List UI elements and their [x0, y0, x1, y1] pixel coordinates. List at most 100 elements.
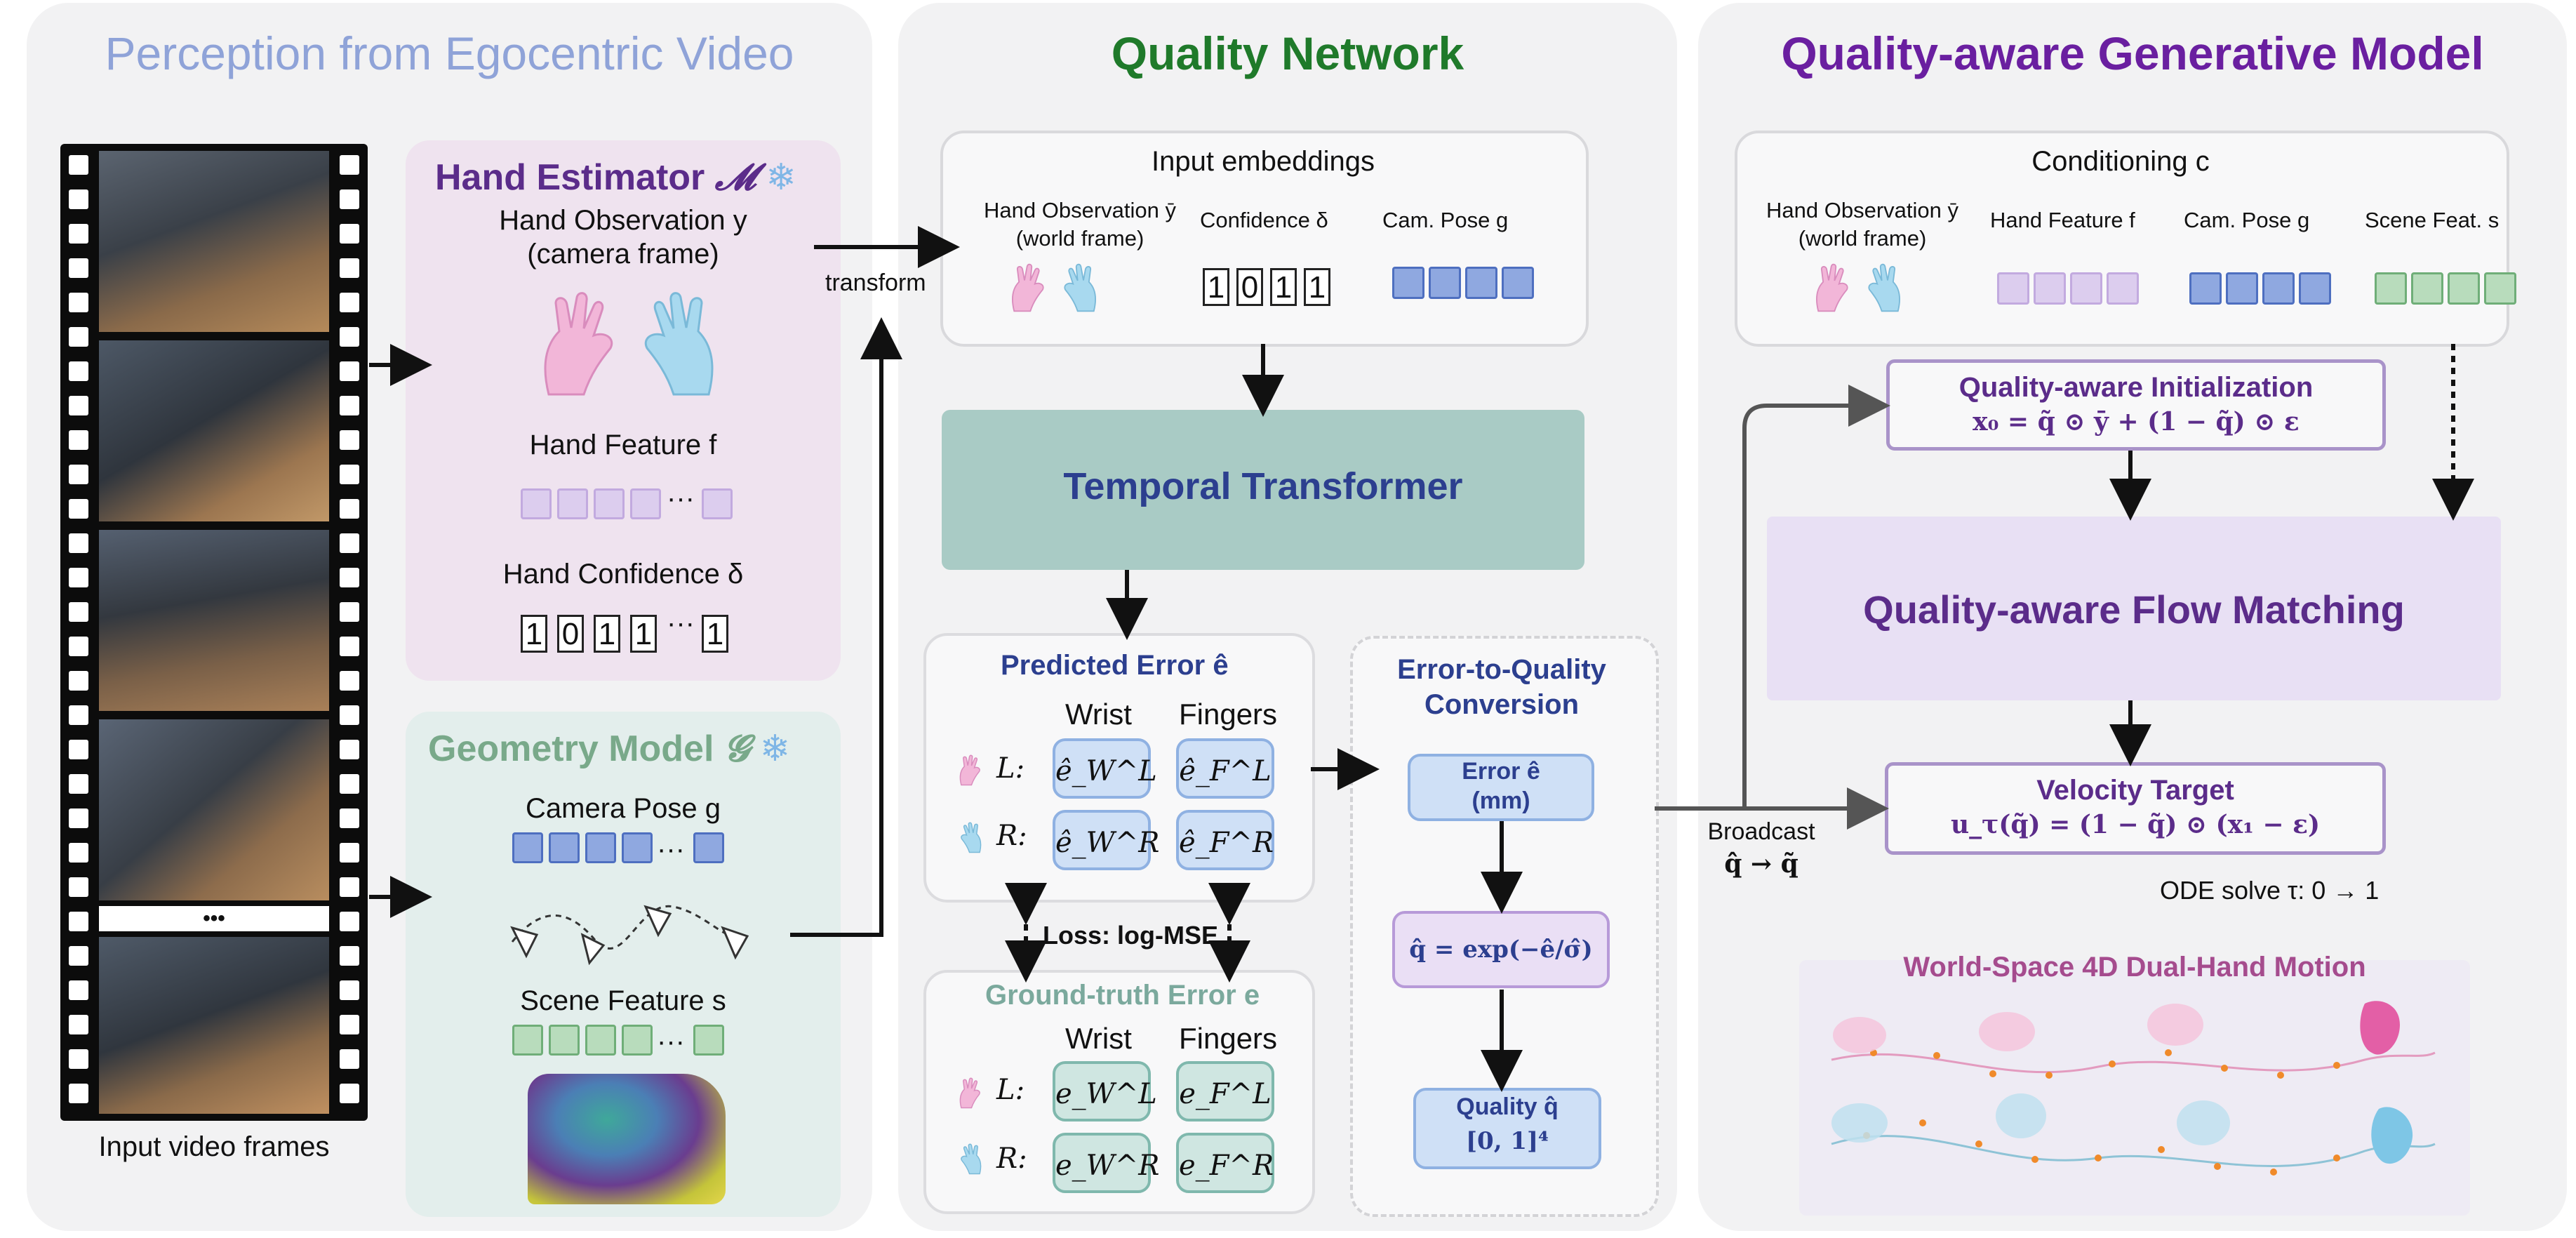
confidence-bit: 0 [557, 615, 584, 653]
pose-square [1392, 267, 1424, 299]
video-frame-5 [99, 937, 329, 1114]
motion-title: World-Space 4D Dual-Hand Motion [1903, 952, 2366, 983]
pose-square [693, 832, 724, 863]
geometry-model-title: Geometry Model 𝓖 ❄ [428, 727, 791, 770]
film-perforation [69, 1015, 88, 1034]
temporal-transformer-label: Temporal Transformer [1063, 465, 1463, 507]
right-hand-blue-icon [644, 292, 714, 396]
pe-right-hand-icon [961, 822, 982, 853]
pose-square [2189, 272, 2222, 305]
film-perforation [69, 533, 88, 553]
film-perforation [340, 843, 359, 863]
pe-col-fingers: Fingers [1179, 698, 1278, 731]
gen-scene-label: Scene Feat. s [2365, 208, 2500, 232]
quality-box-label-2: [0, 1]⁴ [1465, 1127, 1549, 1155]
velocity-formula: u_τ(q̃) = (1 − q̃) ⊙ (x₁ − ε) [1950, 810, 2321, 839]
feature-square [2034, 272, 2066, 305]
film-perforation [340, 912, 359, 931]
frozen-snowflake-icon-2: ❄ [759, 728, 791, 769]
film-perforation [340, 258, 359, 278]
flow-matching-block [1767, 517, 2501, 700]
broadcast-label-1: Broadcast [1707, 818, 1815, 845]
film-perforation [69, 568, 88, 587]
film-perforation [69, 843, 88, 863]
film-perforation [340, 740, 359, 759]
film-perforation [340, 327, 359, 347]
error-box-label-1: Error ê [1462, 758, 1540, 785]
gen-observation-label: Hand Observation ȳ [1766, 198, 1958, 222]
film-perforation [69, 189, 88, 209]
broadcast-label-2: q̂ → q̃ [1724, 849, 1798, 879]
hand-feature-ellipsis: ··· [667, 483, 695, 514]
film-perforation [69, 499, 88, 519]
scene-square [622, 1025, 653, 1056]
film-perforation [340, 1049, 359, 1069]
film-perforation [69, 465, 88, 484]
confidence-bit: 1 [1304, 268, 1330, 306]
film-perforation [340, 946, 359, 966]
feature-square [702, 488, 733, 519]
video-frame-1 [99, 151, 329, 332]
video-frame-4 [99, 719, 329, 900]
frames-caption: Input video frames [98, 1131, 330, 1162]
qn-observation-sub: (world frame) [1015, 226, 1144, 251]
velocity-box [1885, 762, 2386, 855]
confidence-bit: 1 [630, 615, 657, 653]
film-perforation [69, 155, 88, 175]
pe-row-left: L: [996, 752, 1025, 785]
scene-square [693, 1025, 724, 1056]
camera-pose-label: Camera Pose g [526, 793, 721, 824]
film-perforation [340, 808, 359, 828]
perception-title: Perception from Egocentric Video [105, 27, 794, 79]
film-perforation [340, 602, 359, 622]
film-perforation [69, 671, 88, 691]
confidence-bit: 1 [1270, 268, 1297, 306]
pe-col-wrist: Wrist [1065, 698, 1132, 731]
pose-square [585, 832, 616, 863]
film-perforation [69, 396, 88, 415]
qn-right-hand-icon [1064, 263, 1096, 312]
hand-feature-label: Hand Feature f [529, 430, 717, 460]
feature-square [2107, 272, 2139, 305]
video-frame-3 [99, 530, 329, 711]
feature-square [557, 488, 588, 519]
init-box [1886, 359, 2386, 451]
film-perforation [69, 946, 88, 966]
film-perforation [69, 361, 88, 381]
confidence-bit: 1 [521, 615, 547, 653]
film-perforation [69, 808, 88, 828]
confidence-bit: 0 [1236, 268, 1263, 306]
pose-square [1465, 267, 1497, 299]
scene-square [2448, 272, 2480, 305]
init-formula: x₀ = q̃ ⊙ ȳ + (1 − q̃) ⊙ ε [1973, 407, 2300, 437]
scene-feature-ellipsis: ··· [657, 1026, 685, 1057]
flow-matching-label: Quality-aware Flow Matching [1863, 587, 2405, 632]
film-perforation [69, 877, 88, 897]
film-perforation [340, 877, 359, 897]
film-perforation [69, 602, 88, 622]
film-perforation [69, 258, 88, 278]
film-perforation [340, 465, 359, 484]
input-embeddings-title: Input embeddings [1151, 146, 1375, 177]
camera-trajectory-icon [510, 905, 752, 966]
velocity-title: Velocity Target [2036, 775, 2234, 806]
scene-square [512, 1025, 543, 1056]
film-perforation [340, 499, 359, 519]
scene-feature-label: Scene Feature s [520, 985, 726, 1016]
gen-camera-pose-label: Cam. Pose g [2184, 208, 2310, 232]
pose-square [2226, 272, 2258, 305]
pose-square [1502, 267, 1534, 299]
init-title: Quality-aware Initialization [1958, 372, 2314, 403]
hand-confidence-label: Hand Confidence δ [502, 559, 744, 590]
gt-row-right: R: [996, 1143, 1027, 1175]
film-perforation [340, 637, 359, 656]
motion-panel [1799, 960, 2470, 1216]
pe-cell-fingers-left: ê_F^L [1176, 738, 1274, 799]
ode-label: ODE solve τ: 0 → 1 [2160, 876, 2380, 905]
gen-left-hand-icon [1816, 263, 1848, 312]
film-perforation [340, 430, 359, 450]
film-perforation [69, 637, 88, 656]
gt-right-hand-icon [961, 1143, 982, 1175]
film-perforation [69, 1049, 88, 1069]
hand-estimator-card [406, 140, 841, 681]
